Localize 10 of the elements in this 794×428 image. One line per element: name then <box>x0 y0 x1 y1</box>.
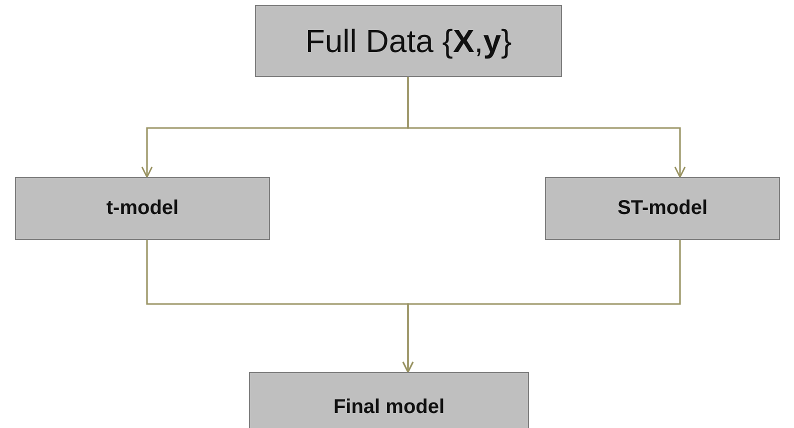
box-label: t-model <box>106 197 179 220</box>
process-box <box>249 372 529 428</box>
connector-arrow <box>402 240 681 373</box>
connector-arrow <box>407 77 686 178</box>
box-label: Final model <box>333 396 445 418</box>
process-box <box>545 177 780 240</box>
process-box <box>255 5 562 77</box>
box-label: ST-model <box>617 197 708 220</box>
box-label: Full Data {X,y} <box>305 22 512 60</box>
process-box <box>15 177 270 240</box>
